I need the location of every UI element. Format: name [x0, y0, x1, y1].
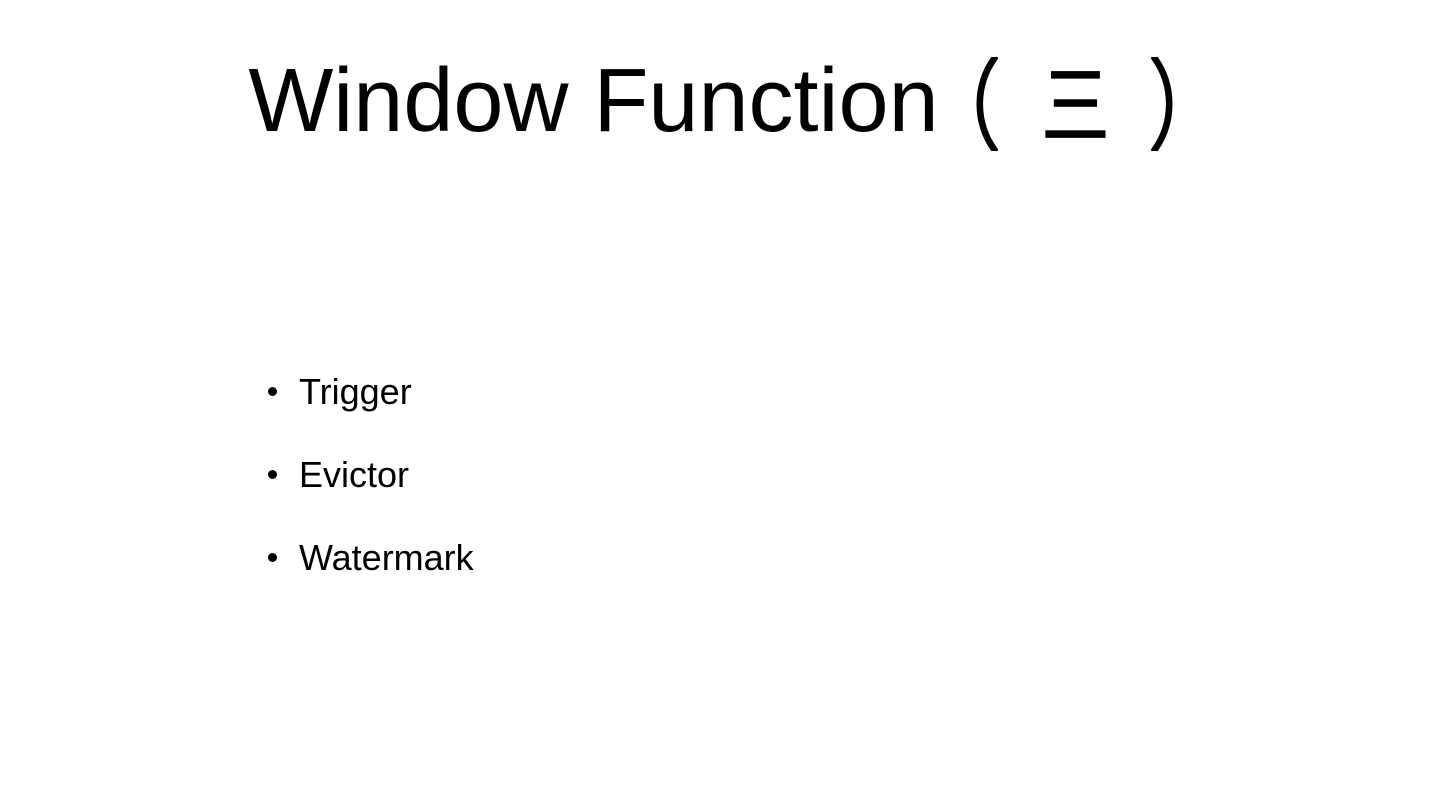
bullet-dot	[268, 553, 277, 563]
bullet-dot	[268, 470, 277, 480]
fullwidth-close-paren-shape	[1150, 57, 1173, 151]
fullwidth-open-paren-shape	[976, 57, 998, 151]
bullet-item-trigger: Trigger	[268, 370, 474, 413]
bullet-label: Evictor	[299, 454, 410, 496]
slide-title: Window Function	[0, 52, 1440, 151]
three-middle-stroke	[1053, 99, 1097, 107]
bullet-dot	[268, 387, 277, 397]
title-suffix-paren-three-glyph	[976, 57, 1173, 151]
bullet-item-evictor: Evictor	[268, 453, 474, 496]
bullet-list: Trigger Evictor Watermark	[268, 370, 474, 620]
three-top-stroke	[1050, 71, 1100, 79]
bullet-item-watermark: Watermark	[268, 536, 474, 579]
three-bottom-stroke	[1045, 130, 1106, 138]
bullet-label: Trigger	[299, 371, 412, 412]
slide-title-text: Window Function	[248, 51, 939, 151]
bullet-label: Watermark	[299, 537, 474, 579]
